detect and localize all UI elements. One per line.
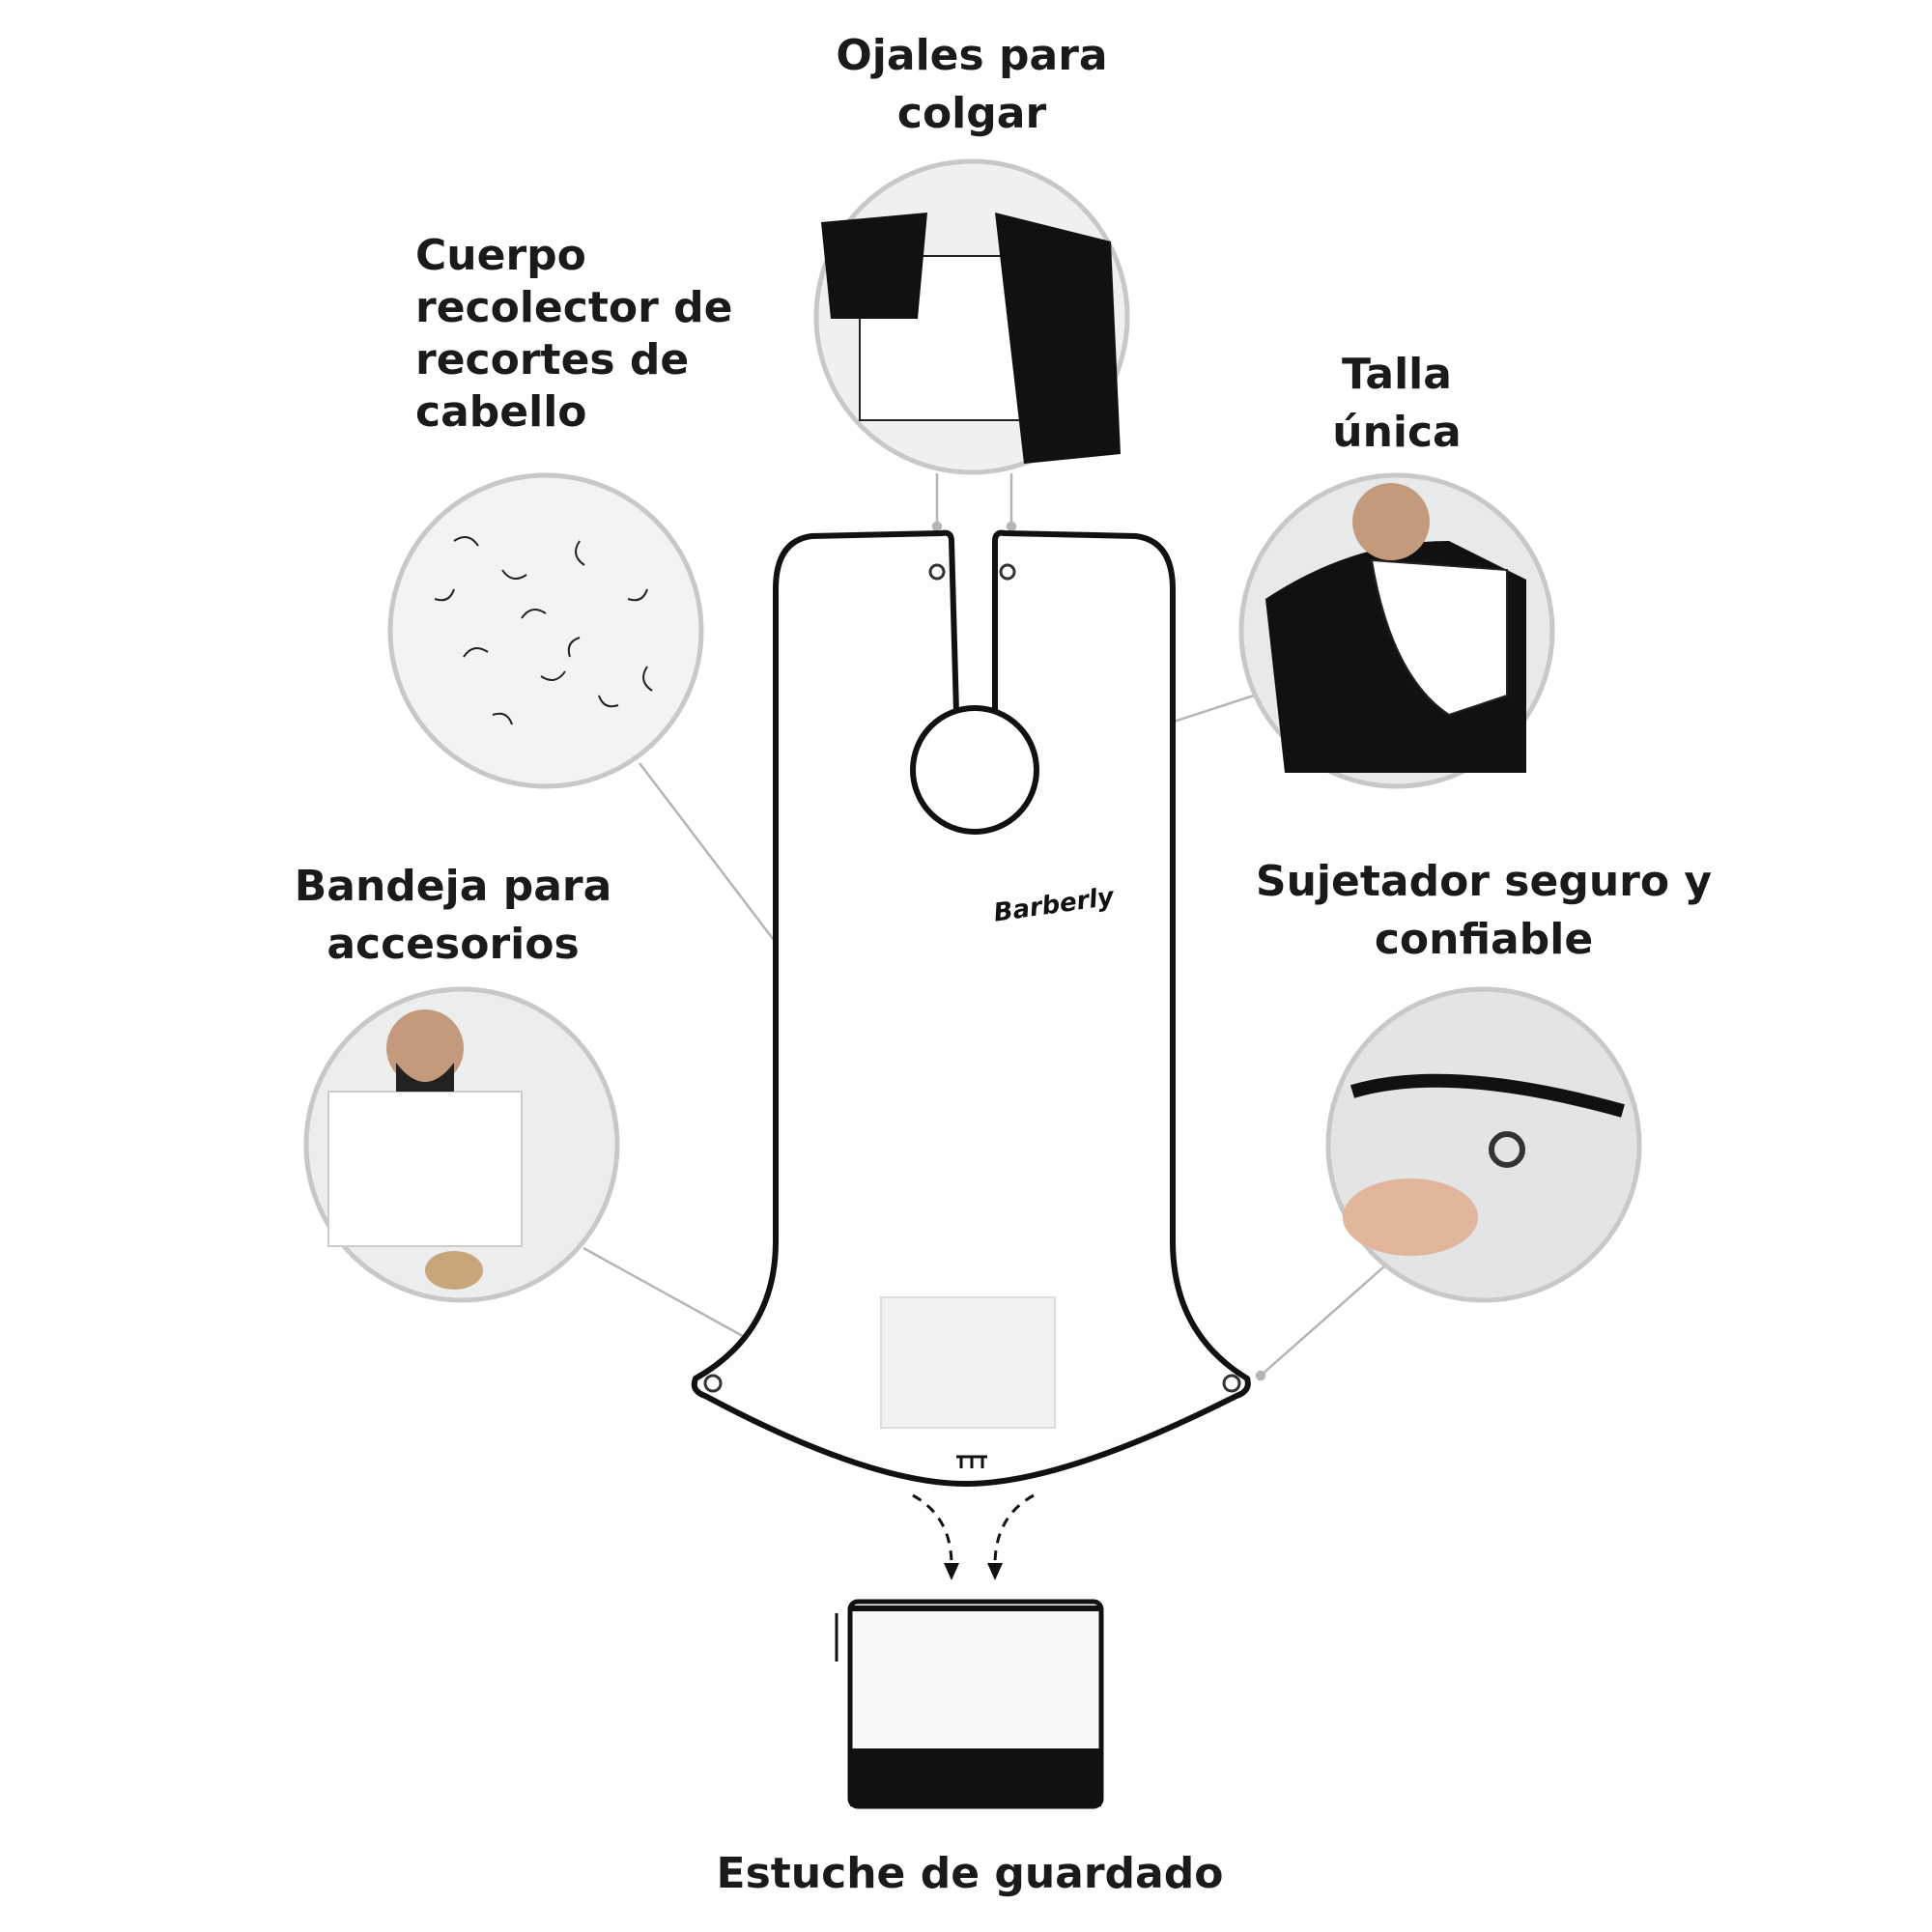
label-line: recolector de: [415, 283, 733, 332]
label-line: confiable: [1374, 915, 1594, 964]
arrow-head-icon: [944, 1563, 959, 1580]
label-one-size: Talla única: [1332, 346, 1462, 462]
storage-pouch: [835, 1599, 1104, 1809]
apron-body: [691, 529, 1251, 1488]
photo-illustrations: [327, 213, 1625, 1290]
label-storage-case: Estuche de guardado: [716, 1849, 1224, 1898]
apron: Barberly: [691, 529, 1251, 1488]
label-accessory-tray: Bandeja para accesorios: [295, 858, 612, 974]
connector-dot: [1255, 1370, 1266, 1381]
label-line: cabello: [415, 387, 587, 437]
connector-dot: [1006, 521, 1017, 532]
eyelet: [928, 563, 946, 581]
photo-secure-fastener: [1325, 986, 1642, 1303]
label-line: Bandeja para: [294, 862, 612, 911]
eyelet: [999, 563, 1016, 581]
label-line: Sujetador seguro y: [1255, 857, 1713, 906]
connector-dot: [931, 521, 943, 532]
suction-cup-fastener: [703, 1374, 723, 1393]
apron-tag-icon: [956, 1455, 987, 1468]
label-line: colgar: [896, 89, 1047, 138]
label-secure-fastener: Sujetador seguro y confiable: [1256, 853, 1712, 969]
label-line: Talla: [1342, 350, 1452, 399]
accessory-pocket: [880, 1296, 1056, 1429]
label-line: recortes de: [415, 335, 690, 384]
connector-line: [1260, 1265, 1385, 1377]
photo-hair-clippings: [387, 472, 704, 789]
arrow-head-icon: [987, 1563, 1003, 1580]
label-hanging-eyelets: Ojales para colgar: [836, 27, 1107, 143]
neck-opening: [910, 705, 1039, 835]
suction-cup-fastener: [1222, 1374, 1241, 1393]
label-line: Cuerpo: [415, 231, 586, 280]
hair-clippings-icon: [434, 536, 653, 725]
arrows: [912, 1493, 1035, 1566]
label-line: única: [1332, 408, 1462, 457]
label-line: accesorios: [327, 920, 580, 969]
label-collector-body: Cuerpo recolector de recortes de cabello: [415, 230, 732, 439]
label-line: Ojales para: [836, 31, 1108, 80]
